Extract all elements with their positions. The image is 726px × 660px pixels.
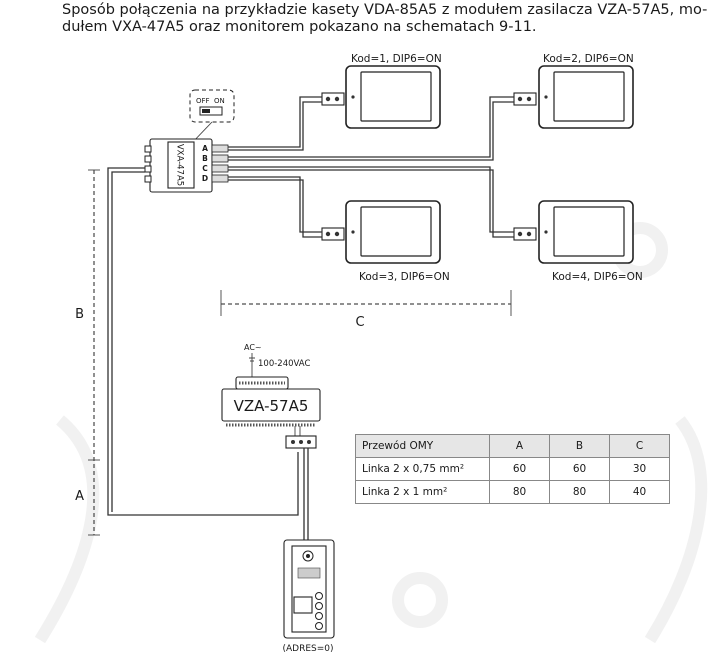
monitor-4-label: Kod=4, DIP6=ON: [552, 271, 643, 283]
table-cell: 40: [609, 480, 670, 504]
monitor-3-label: Kod=3, DIP6=ON: [359, 271, 450, 283]
dimension-lines: B A C: [75, 169, 512, 536]
table-row: Linka 2 x 1 mm² 80 80 40: [355, 480, 670, 504]
psu-voltage-label: 100-240VAC: [258, 359, 310, 369]
switch-on-label: ON: [214, 97, 225, 105]
port-b-label: B: [202, 154, 208, 163]
monitor-terminal-blocks: [321, 92, 537, 241]
monitor-1-label: Kod=1, DIP6=ON: [351, 53, 442, 65]
table-header-row: Przewód OMY A B C: [355, 434, 670, 458]
psu-name: VZA-57A5: [234, 397, 309, 415]
psu-module: AC~ 100-240VAC VZA-57A5: [221, 343, 321, 427]
cable-length-table: Przewód OMY A B C Linka 2 x 0,75 mm² 60 …: [355, 434, 670, 504]
monitor-2-label: Kod=2, DIP6=ON: [543, 53, 634, 65]
port-a-label: A: [202, 144, 208, 153]
intro-line: dułem VXA-47A5 oraz monitorem pokazano n…: [62, 19, 537, 35]
port-d-label: D: [202, 174, 208, 183]
camera-label: (ADRES=0): [282, 644, 333, 654]
table-header-cell: A: [489, 434, 550, 458]
table-cell: 30: [609, 457, 670, 481]
table-cell: 80: [489, 480, 550, 504]
table-cell: 60: [489, 457, 550, 481]
vxa-module: VXA-47A5 A B C D: [144, 138, 229, 193]
table-header-cell: C: [609, 434, 670, 458]
vxa-module-name: VXA-47A5: [175, 144, 185, 186]
monitor-2: Kod=2, DIP6=ON: [538, 53, 634, 129]
psu-terminal: [285, 426, 317, 540]
watermark: [34, 222, 708, 644]
table-cell: 60: [549, 457, 610, 481]
monitor-1: Kod=1, DIP6=ON: [345, 53, 442, 129]
dim-c-label: C: [355, 315, 364, 330]
switch-off-label: OFF: [196, 97, 210, 105]
door-camera: (ADRES=0): [282, 539, 335, 654]
table-header-cell: Przewód OMY: [355, 434, 490, 458]
table-cell: Linka 2 x 1 mm²: [355, 480, 490, 504]
table-row: Linka 2 x 0,75 mm² 60 60 30: [355, 457, 670, 481]
table-header-cell: B: [549, 434, 610, 458]
intro-line: Sposób połączenia na przykładzie kasety …: [62, 2, 708, 18]
port-c-label: C: [202, 164, 208, 173]
monitor-4: Kod=4, DIP6=ON: [538, 200, 643, 283]
table-cell: 80: [549, 480, 610, 504]
riser-wire: [107, 167, 299, 516]
table-cell: Linka 2 x 0,75 mm²: [355, 457, 490, 481]
intro-text: Sposób połączenia na przykładzie kasety …: [62, 2, 712, 36]
dim-a-label: A: [75, 489, 84, 504]
psu-ac-label: AC~: [244, 343, 262, 352]
module-monitor-wires: [228, 96, 514, 238]
dim-b-label: B: [75, 307, 84, 322]
dip-switch: OFF ON: [189, 89, 235, 146]
monitor-3: Kod=3, DIP6=ON: [345, 200, 450, 283]
